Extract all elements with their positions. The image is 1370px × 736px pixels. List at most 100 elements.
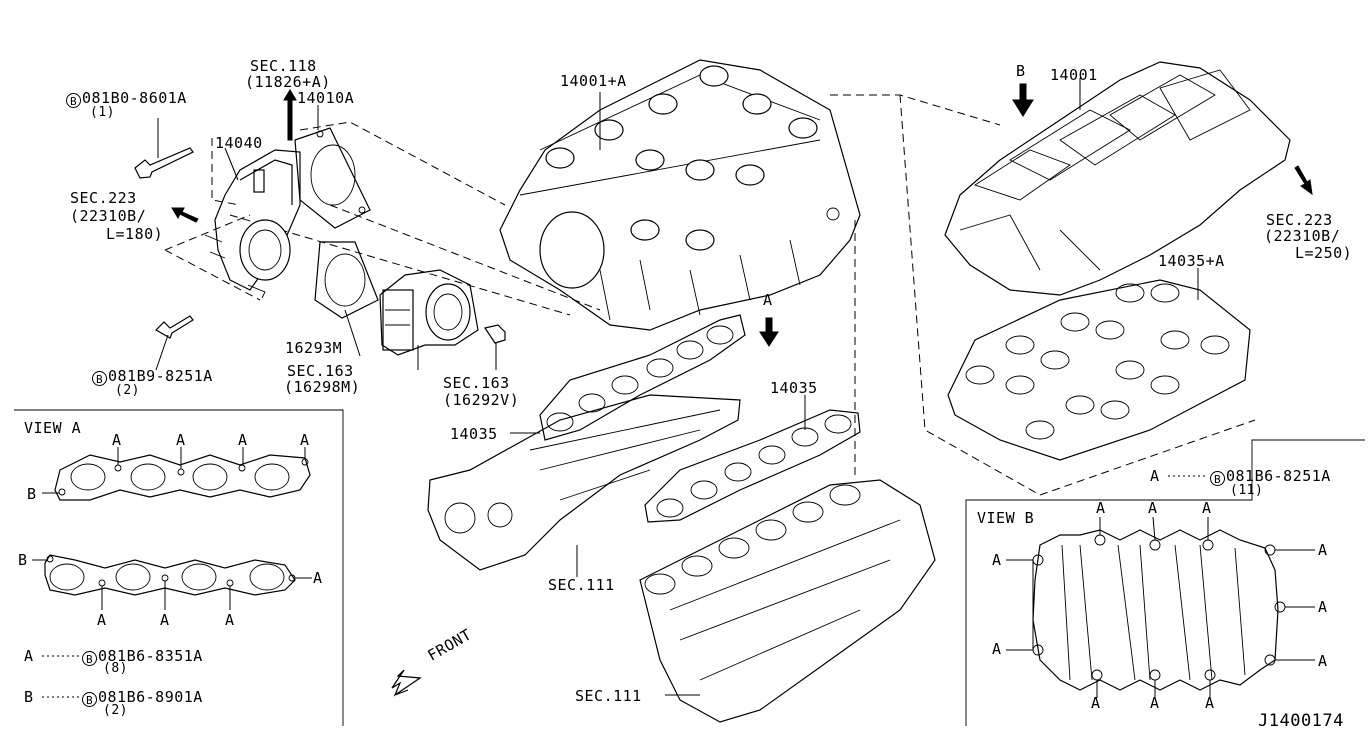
gasket-14010A — [294, 127, 371, 229]
part-14035-left: 14035 — [450, 425, 498, 443]
arrow-sec118 — [283, 89, 297, 141]
view-a-legend-dots — [42, 655, 80, 698]
view-a-legend-a-key: A — [24, 647, 34, 665]
view-b-title: VIEW B — [977, 509, 1035, 527]
circled-b-icon: B — [92, 371, 107, 386]
part-14040: 14040 — [215, 134, 263, 152]
view-b-manifold — [1006, 516, 1315, 698]
gasket-14035-right — [644, 409, 861, 523]
sec223-left-ref2: L=180) — [106, 225, 164, 243]
view-b-marker: A — [1150, 694, 1160, 712]
view-b-marker: A — [1318, 652, 1328, 670]
sec163a-label: SEC.163 — [287, 362, 354, 380]
view-b-marker: A — [1202, 499, 1212, 517]
view-a-marker: A — [97, 611, 107, 629]
sec118-label: SEC.118 — [250, 57, 317, 75]
arrow-sec223-left — [171, 207, 199, 223]
bolt-b-part-number: 081B6-8251A — [1226, 467, 1331, 485]
sec223-left-label: SEC.223 — [70, 189, 137, 207]
view-a-marker: A — [225, 611, 235, 629]
view-b-marker: A — [1205, 694, 1215, 712]
bolt-16292V — [484, 324, 506, 344]
view-b-frame — [965, 439, 1365, 726]
circled-b-icon: B — [1210, 471, 1225, 486]
sec223-right-ref1: (22310B/ — [1264, 227, 1341, 245]
view-a-legend-b-part: 081B6-8901A — [98, 688, 203, 706]
part-16293M: 16293M — [285, 339, 343, 357]
part-14035A: 14035+A — [1158, 252, 1225, 270]
view-b-marker: A — [1096, 499, 1106, 517]
arrow-view-a — [759, 317, 779, 347]
bolt-top-qty: (1) — [90, 105, 115, 120]
view-a-marker: A — [313, 569, 323, 587]
label-leaders — [155, 78, 1199, 696]
part-14035-right: 14035 — [770, 379, 818, 397]
view-arrow-b: B — [1016, 62, 1026, 80]
part-14001A: 14001+A — [560, 72, 627, 90]
lower-intake-manifold — [499, 59, 861, 331]
view-a-legend-b-key: B — [24, 688, 34, 706]
circled-b-icon: B — [82, 651, 97, 666]
arrow-view-b — [1012, 83, 1034, 117]
view-a-legend-b-qty: (2) — [103, 703, 128, 718]
sec118-ref: (11826+A) — [245, 73, 331, 91]
gasket-14035A — [947, 279, 1251, 461]
sec223-right-label: SEC.223 — [1266, 211, 1333, 229]
sec163b-label: SEC.163 — [443, 374, 510, 392]
gasket-14035-left — [539, 314, 746, 441]
arrow-sec223-right — [1294, 165, 1313, 196]
sec223-right-ref2: L=250) — [1295, 244, 1353, 262]
circled-b-icon: B — [82, 692, 97, 707]
bolt-mid-part-number: 081B9-8251A — [108, 367, 213, 385]
bolt-top-part-number: 081B0-8601A — [82, 89, 187, 107]
view-a-marker: A — [300, 431, 310, 449]
view-a-gasket-lower — [32, 554, 312, 610]
view-b-marker: A — [1091, 694, 1101, 712]
upper-intake-manifold — [944, 61, 1291, 296]
cylinder-head-lower — [639, 479, 936, 723]
diagram-id: J1400174 — [1258, 711, 1344, 731]
view-a-marker-b: B — [27, 485, 37, 503]
view-arrow-a: A — [763, 291, 773, 309]
bolt-b-key: A — [1150, 467, 1160, 485]
circled-b-icon: B — [66, 93, 81, 108]
view-b-marker: A — [1148, 499, 1158, 517]
bolt-top — [134, 147, 194, 179]
throttle-chamber — [204, 149, 301, 299]
throttle-body — [379, 269, 479, 356]
front-arrow — [391, 669, 422, 697]
view-a-marker-b: B — [18, 551, 28, 569]
view-b-marker: A — [1318, 598, 1328, 616]
bolt-mid — [155, 315, 194, 339]
view-a-frame — [14, 409, 344, 726]
view-a-marker: A — [238, 431, 248, 449]
view-a-legend-a-qty: (8) — [103, 661, 128, 676]
sec111-upper: SEC.111 — [548, 576, 615, 594]
view-a-legend-a-part: 081B6-8351A — [98, 647, 203, 665]
gasket-16293M — [314, 241, 379, 319]
view-a-marker: A — [176, 431, 186, 449]
view-a-marker: A — [112, 431, 122, 449]
bolt-mid-qty: (2) — [115, 383, 140, 398]
cylinder-head-upper — [427, 394, 741, 571]
view-a-gasket-upper — [42, 447, 311, 501]
sec163a-ref: (16298M) — [284, 378, 361, 396]
sec223-left-ref1: (22310B/ — [70, 207, 147, 225]
view-b-marker: A — [992, 640, 1002, 658]
sec163b-ref: (16292V) — [443, 391, 520, 409]
bolt-b-qty: (11) — [1230, 483, 1264, 498]
part-14010A: 14010A — [297, 89, 355, 107]
part-14001: 14001 — [1050, 66, 1098, 84]
view-a-marker: A — [160, 611, 170, 629]
sec111-lower: SEC.111 — [575, 687, 642, 705]
view-b-marker: A — [992, 551, 1002, 569]
assembly-dashed-lines — [164, 94, 1256, 496]
view-a-title: VIEW A — [24, 419, 82, 437]
